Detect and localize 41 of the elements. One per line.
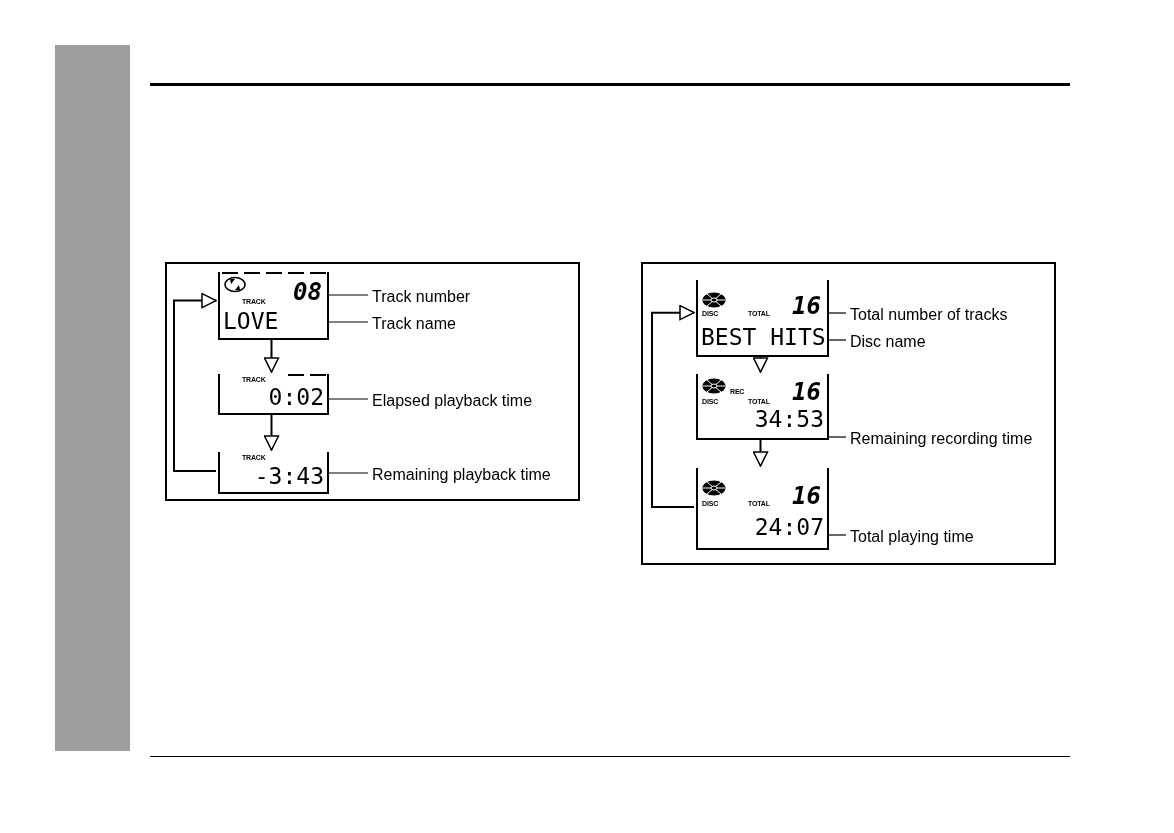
display-text: -3:43 (254, 465, 324, 488)
lcd-display (696, 374, 829, 440)
diagram-frame (641, 262, 1056, 565)
callout-text: Remaining recording time (850, 428, 1033, 450)
leader-line (326, 398, 369, 400)
display-digits: 16 (792, 380, 821, 404)
lcd-display (218, 272, 329, 340)
flow-arrow (263, 337, 280, 373)
callout-text: Disc name (850, 331, 926, 353)
flow-arrow (173, 292, 217, 472)
callout-text: Total number of tracks (850, 304, 1008, 326)
display-text: LOVE (223, 310, 279, 333)
callout-text: Remaining playback time (372, 464, 551, 486)
flow-arrow (752, 437, 769, 467)
leader-line (326, 472, 369, 474)
callout-text: Track number (372, 286, 471, 308)
lcd-display (696, 468, 829, 550)
leader-line (326, 321, 369, 323)
leader-line (826, 312, 847, 314)
flow-arrow (263, 412, 280, 451)
display-text: 24:07 (754, 516, 824, 539)
display-digits: 16 (792, 294, 821, 318)
side-tab (55, 45, 130, 751)
lcd-display (218, 452, 329, 494)
leader-line (826, 436, 847, 438)
display-text: BEST HITS (701, 326, 826, 349)
flow-arrow (651, 304, 695, 508)
display-text: 34:53 (754, 408, 824, 431)
callout-text: Track name (372, 313, 456, 335)
diagram-frame (165, 262, 580, 501)
callout-text: Elapsed playback time (372, 390, 533, 412)
callout-text: Total playing time (850, 526, 974, 548)
leader-line (326, 294, 369, 296)
leader-line (826, 339, 847, 341)
lcd-display (218, 374, 329, 415)
leader-line (826, 534, 847, 536)
display-digits: 08 (293, 280, 322, 304)
display-digits: 16 (792, 484, 821, 508)
display-text: 0:02 (268, 386, 324, 409)
lcd-display (696, 280, 829, 357)
flow-arrow (752, 354, 769, 373)
